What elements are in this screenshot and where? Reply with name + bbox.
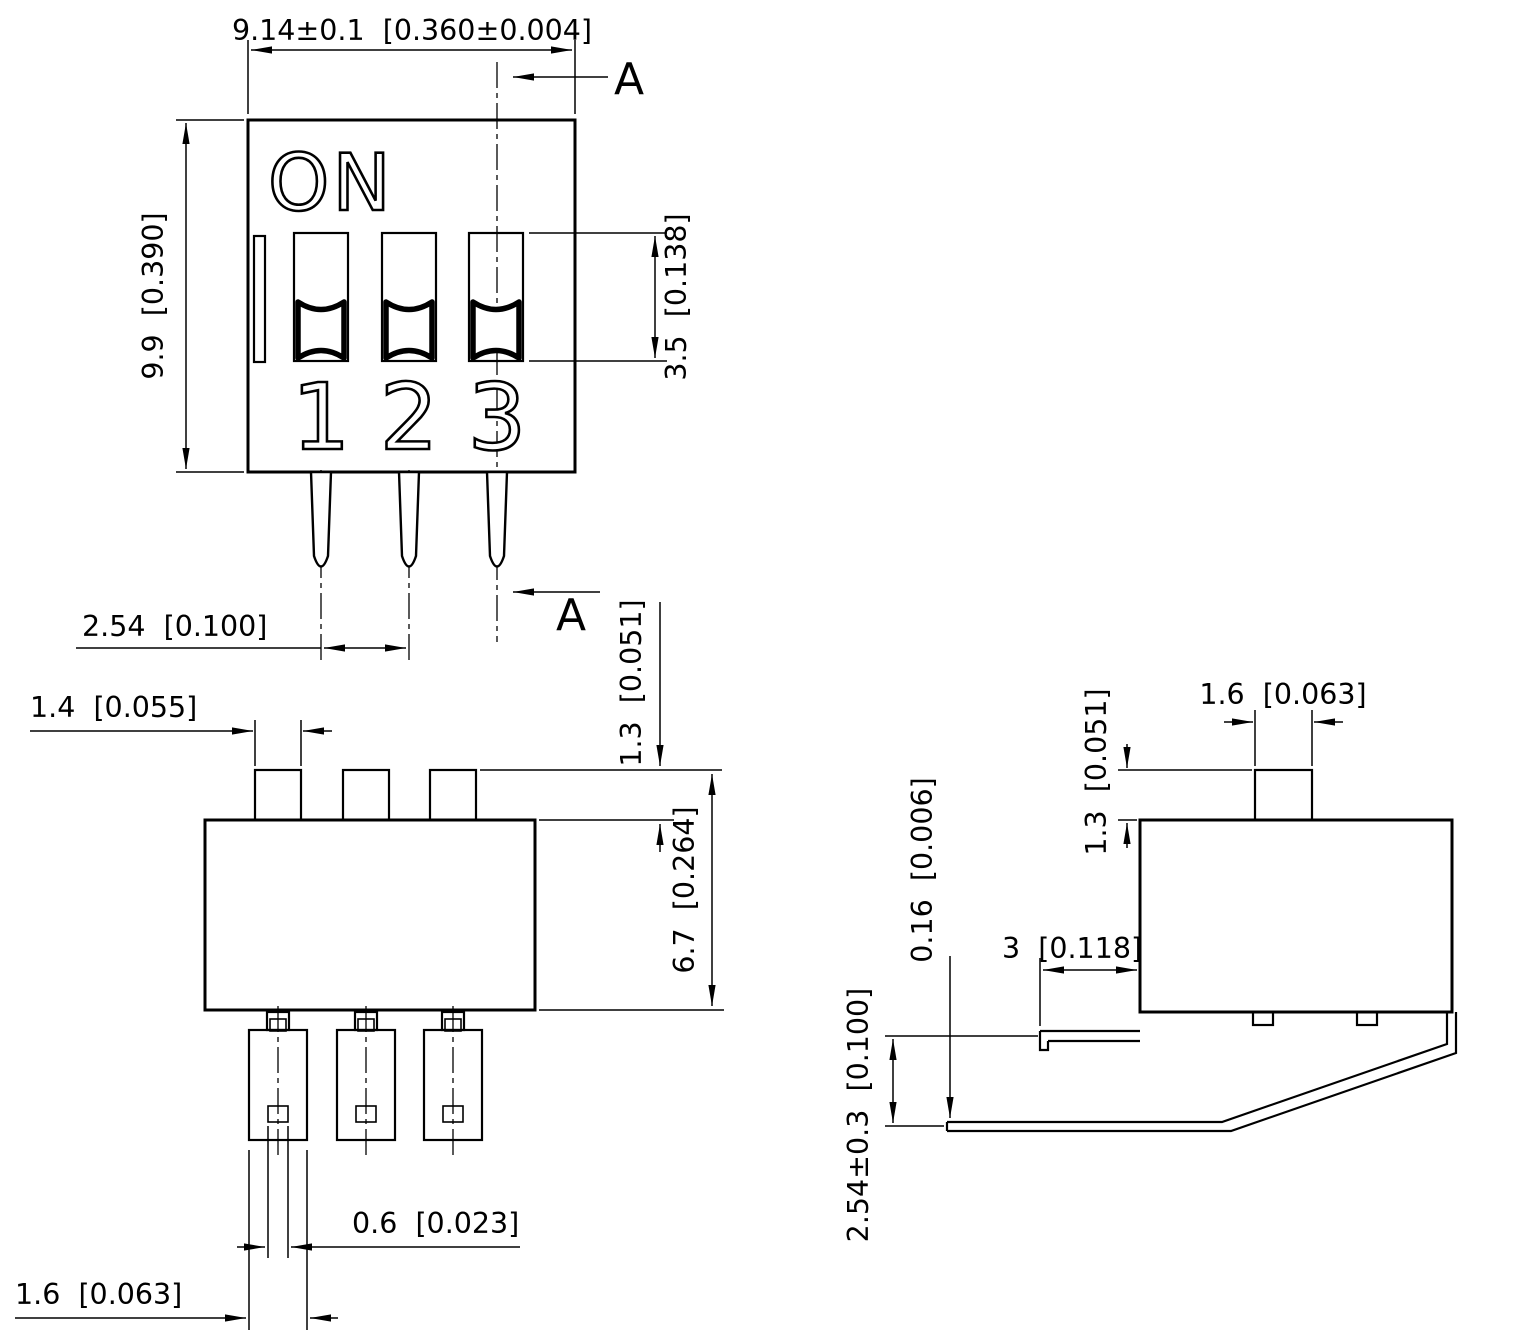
dim-knob-width-label: 1.4 [0.055] [30, 691, 197, 724]
dim-width-label: 9.14±0.1 [0.360±0.004] [232, 14, 592, 47]
standoff-foot [1355, 1010, 1379, 1027]
dim-front-height: 9.9 [0.390] [137, 119, 244, 473]
side-rib [252, 234, 267, 364]
dim-knob-width-end-label: 1.6 [0.063] [1199, 678, 1366, 711]
side-view: 1.4 [0.055] 1.3 [0.051] 6.7 [0.264] 0. [15, 599, 724, 1330]
dim-knob-height-label: 1.3 [0.051] [615, 599, 648, 766]
dim-window-label: 3.5 [0.138] [660, 213, 693, 380]
dim-knob-height-end: 1.3 [0.051] [1080, 688, 1252, 856]
bent-lead-upper [1038, 1029, 1140, 1052]
dim-body-height: 6.7 [0.264] [668, 774, 716, 1006]
pin [397, 470, 421, 568]
actuator-knob [428, 768, 478, 822]
switch-slot [292, 231, 350, 363]
position-number: 3 [468, 364, 527, 471]
extension-lines-right [480, 769, 724, 1011]
pin [309, 470, 333, 568]
dim-front-width: 9.14±0.1 [0.360±0.004] [232, 14, 592, 114]
dim-lead-extension-label: 3 [0.118] [1002, 932, 1142, 965]
dim-tip-width-label: 0.6 [0.023] [352, 1207, 519, 1240]
dim-knob-height-side: 1.3 [0.051] [615, 599, 664, 852]
position-number: 2 [380, 364, 439, 471]
end-view: 1.6 [0.063] 1.3 [0.051] 0.16 [0.006] 3 [… [842, 678, 1458, 1243]
dim-height-label: 9.9 [0.390] [137, 212, 170, 379]
section-label-bottom: A [556, 590, 586, 641]
dim-row-pitch-label: 2.54±0.3 [0.100] [842, 988, 875, 1243]
position-number: 1 [292, 364, 351, 471]
switch-slot [467, 231, 525, 363]
dim-pitch-label: 2.54 [0.100] [82, 610, 267, 643]
dim-knob-height-end-label: 1.3 [0.051] [1080, 688, 1113, 855]
dim-body-height-label: 6.7 [0.264] [668, 806, 701, 973]
dim-lead-extension: 3 [0.118] [1002, 932, 1142, 1026]
dim-knob-width-end: 1.6 [0.063] [1199, 678, 1367, 766]
dim-row-pitch: 2.54±0.3 [0.100] [842, 988, 1038, 1243]
switch-slot [380, 231, 438, 363]
pin-centerlines [320, 470, 410, 662]
switch-slots [292, 231, 525, 363]
dim-window-height: 3.5 [0.138] [529, 213, 693, 381]
actuator-knob [253, 768, 303, 822]
on-marking: ON [268, 139, 394, 229]
dim-lead-thickness-label: 0.16 [0.006] [906, 777, 939, 962]
standoff-foot [1251, 1010, 1275, 1027]
actuator-knob-end [1253, 768, 1314, 822]
switch-actuator [470, 299, 522, 361]
switch-body-end [1138, 818, 1454, 1014]
front-view: A A ON 1 2 3 [76, 14, 693, 662]
dim-pitch: 2.54 [0.100] [76, 610, 406, 652]
pin [485, 470, 509, 568]
switch-actuator [295, 299, 347, 361]
dim-lead-width-label: 1.6 [0.063] [15, 1278, 182, 1311]
pins-side [247, 1006, 484, 1160]
switch-actuators [295, 299, 522, 361]
pins-front [309, 470, 509, 568]
bent-lead-lower [945, 1012, 1458, 1133]
dim-lead-width: 1.6 [0.063] [15, 1150, 338, 1330]
actuator-knob [341, 768, 391, 822]
dim-tip-width: 0.6 [0.023] [237, 1126, 520, 1258]
section-label-top: A [614, 54, 644, 105]
switch-actuator [383, 299, 435, 361]
dim-knob-width-side: 1.4 [0.055] [30, 691, 332, 766]
knobs-side [253, 768, 478, 822]
dim-lead-thickness: 0.16 [0.006] [906, 777, 954, 1118]
switch-body-side [203, 818, 537, 1012]
